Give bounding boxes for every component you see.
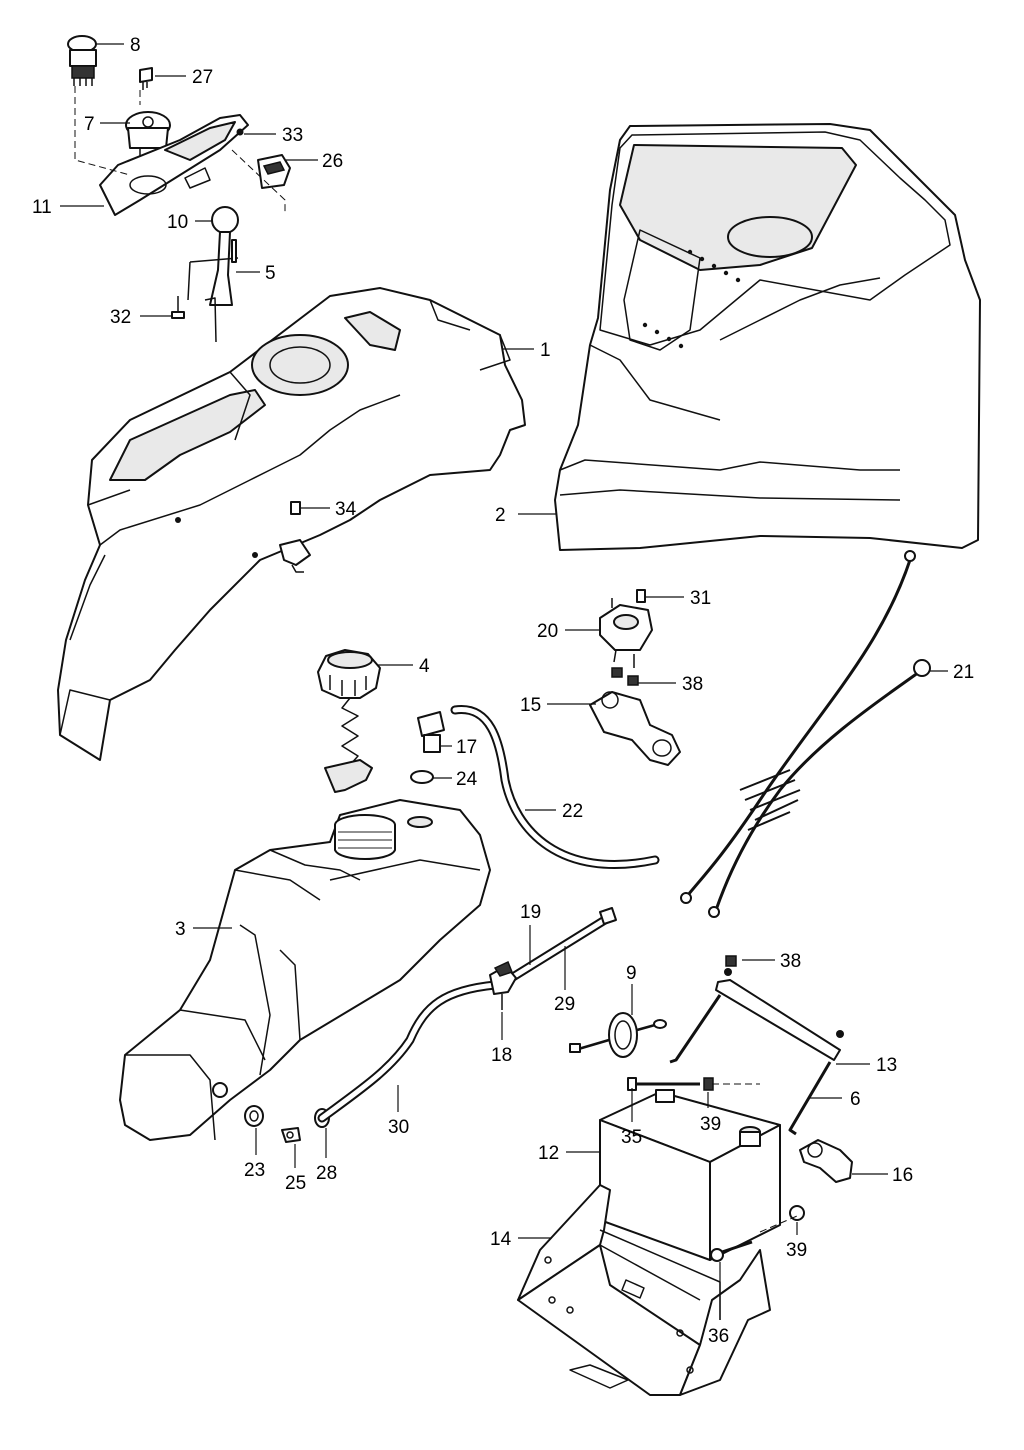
callout-8: 8 <box>130 35 141 56</box>
callout-20: 20 <box>537 621 558 642</box>
part-20-valve <box>599 589 653 668</box>
part-13-hold-down <box>715 968 844 1061</box>
part-38-nut-b <box>725 955 737 967</box>
callout-33: 33 <box>282 125 303 146</box>
callout-22: 22 <box>562 801 583 822</box>
part-18-valve <box>489 960 517 1010</box>
callout-28: 28 <box>316 1163 337 1184</box>
callout-16: 16 <box>892 1165 913 1186</box>
part-8-switch <box>67 35 97 86</box>
part-2-rear-console <box>554 123 981 551</box>
part-10-knob <box>211 206 239 234</box>
part-35-bolt <box>627 1077 700 1091</box>
callout-18: 18 <box>491 1045 512 1066</box>
callout-1: 1 <box>540 340 551 361</box>
callout-10: 10 <box>167 212 188 233</box>
part-24-grommet <box>410 770 434 784</box>
callout-19: 19 <box>520 902 541 923</box>
part-25-fitting <box>281 1127 301 1143</box>
callout-32: 32 <box>110 307 131 328</box>
callout-39-a: 39 <box>700 1114 721 1135</box>
vent-holes <box>642 249 741 349</box>
part-17-fitting <box>417 711 445 753</box>
callout-6: 6 <box>850 1089 861 1110</box>
callout-35: 35 <box>621 1127 642 1148</box>
part-36-bolt <box>710 1240 753 1262</box>
callout-13: 13 <box>876 1055 897 1076</box>
part-23-bushing <box>244 1105 264 1127</box>
part-5-lever <box>187 231 239 343</box>
part-9-harness <box>569 1012 667 1058</box>
callout-31: 31 <box>690 588 711 609</box>
leader-lines <box>60 43 948 1320</box>
callout-9: 9 <box>626 963 637 984</box>
callout-34: 34 <box>335 499 357 520</box>
callout-5: 5 <box>265 263 276 284</box>
part-22-vent-hose <box>450 705 660 869</box>
part-12-battery <box>599 1089 781 1261</box>
callout-11: 11 <box>32 197 52 218</box>
part-6-rods <box>669 994 832 1136</box>
part-4-fuel-cap <box>317 649 381 793</box>
callout-7: 7 <box>84 114 95 135</box>
callout-14: 14 <box>490 1229 512 1250</box>
callout-26: 26 <box>322 151 343 172</box>
callout-30: 30 <box>388 1117 409 1138</box>
callout-2: 2 <box>495 505 506 526</box>
part-3-fuel-tank <box>119 799 491 1141</box>
callout-39-b: 39 <box>786 1240 807 1261</box>
part-38-nut-a <box>627 675 639 686</box>
callout-15: 15 <box>520 695 541 716</box>
callout-24: 24 <box>456 769 478 790</box>
part-26-switch <box>257 154 291 189</box>
callout-21: 21 <box>953 662 974 683</box>
callout-36: 36 <box>708 1326 729 1347</box>
part-32-screw <box>171 296 185 319</box>
callout-17: 17 <box>456 737 477 758</box>
part-16-terminal-boot <box>799 1139 853 1183</box>
part-30-fuel-hose <box>317 980 500 1123</box>
part-39-nut-a <box>703 1077 714 1091</box>
callout-4: 4 <box>419 656 430 677</box>
callout-29: 29 <box>554 994 575 1015</box>
callout-23: 23 <box>244 1160 265 1181</box>
part-39-nut-b <box>789 1205 805 1221</box>
part-11-panel-plate <box>99 114 249 216</box>
part-7-ignition <box>125 111 171 160</box>
part-14-battery-tray <box>517 1184 771 1396</box>
part-19-pickup-tube <box>495 907 617 990</box>
part-33-screw <box>236 128 244 136</box>
callout-27: 27 <box>192 67 213 88</box>
part-34-bolt <box>279 501 311 573</box>
part-1-front-console <box>57 287 526 761</box>
callout-38-a: 38 <box>682 674 703 695</box>
part-21-battery-cables <box>680 550 931 918</box>
part-27-key <box>139 67 153 90</box>
callout-25: 25 <box>285 1173 306 1194</box>
callout-3: 3 <box>175 919 186 940</box>
callout-38-b: 38 <box>780 951 801 972</box>
callout-12: 12 <box>538 1143 559 1164</box>
part-15-connector <box>589 667 681 766</box>
callout-labels: 8 27 7 33 26 11 10 5 32 1 34 2 31 20 21 … <box>32 35 974 1347</box>
